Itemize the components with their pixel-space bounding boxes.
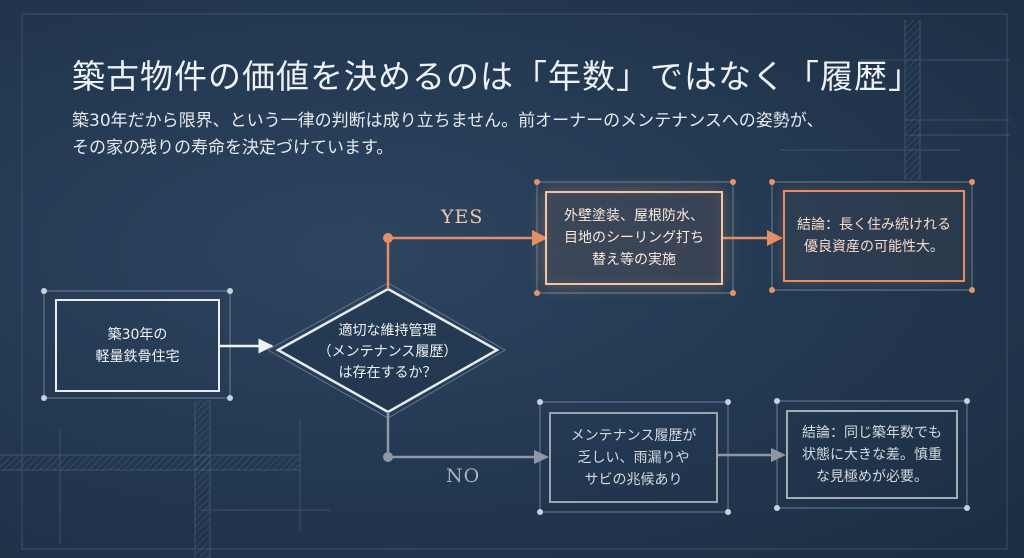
- decision-line-1: 適切な維持管理: [338, 322, 437, 339]
- yes-result-node: 結論：長く住み続けれる 優良資産の可能性大。: [783, 190, 965, 282]
- no-result-arrow: [718, 448, 786, 462]
- start-node-line-1: 築30年の: [107, 326, 168, 343]
- decision-line-2: （メンテナンス履歴）: [317, 343, 458, 360]
- start-node: 築30年の 軽量鉄骨住宅: [55, 299, 220, 392]
- yes-action-line-3: 替え等の実施: [592, 252, 676, 268]
- yes-action-line-2: 目地のシーリング打ち: [564, 230, 704, 246]
- start-node-line-2: 軽量鉄骨住宅: [95, 348, 180, 365]
- yes-label: YES: [441, 206, 484, 228]
- decision-line-3: は存在するか？: [338, 364, 437, 381]
- wall-hatch: [0, 455, 300, 470]
- no-label: NO: [446, 465, 481, 487]
- no-result-node: 結論：同じ築年数でも 状態に大きな差。慎重 な見極めが必要。: [786, 410, 958, 499]
- no-action-line-2: 乏しい、雨漏りや: [577, 449, 690, 466]
- no-connector: [383, 412, 549, 464]
- subtitle-line-1: 築30年だから限界、という一律の判断は成り立ちません。前オーナーのメンテナンスへ…: [72, 111, 824, 131]
- yes-result-line-2: 優良資産の可能性大。: [804, 239, 944, 255]
- yes-connector: [383, 230, 548, 289]
- no-result-line-2: 状態に大きな差。慎重: [802, 446, 942, 463]
- page-subtitle: 築30年だから限界、という一律の判断は成り立ちません。前オーナーのメンテナンスへ…: [72, 108, 932, 162]
- corner-dots: [41, 288, 970, 515]
- wall-hatch: [905, 20, 920, 180]
- subtitle-line-2: その家の残りの寿命を決定づけています。: [72, 138, 394, 158]
- decision-node-label: 適切な維持管理 （メンテナンス履歴） は存在するか？: [300, 313, 475, 391]
- page-title: 築古物件の価値を決めるのは「年数」ではなく「履歴」: [72, 57, 922, 96]
- no-result-line-1: 結論：同じ築年数でも: [802, 424, 942, 441]
- yes-result-line-1: 結論：長く住み続けれる: [797, 217, 951, 233]
- yes-action-line-1: 外壁塗装、屋根防水、: [564, 208, 704, 224]
- wall-hatch: [195, 400, 210, 558]
- no-result-line-3: な見極めが必要。: [816, 468, 928, 485]
- corner-dots-orange: [534, 179, 975, 296]
- no-action-line-3: サビの兆候あり: [584, 471, 683, 488]
- no-action-line-1: メンテナンス履歴が: [570, 427, 697, 444]
- yes-action-node: 外壁塗装、屋根防水、 目地のシーリング打ち 替え等の実施: [545, 191, 723, 285]
- no-action-node: メンテナンス履歴が 乏しい、雨漏りや サビの兆候あり: [549, 412, 718, 503]
- yes-result-arrow: [723, 230, 783, 246]
